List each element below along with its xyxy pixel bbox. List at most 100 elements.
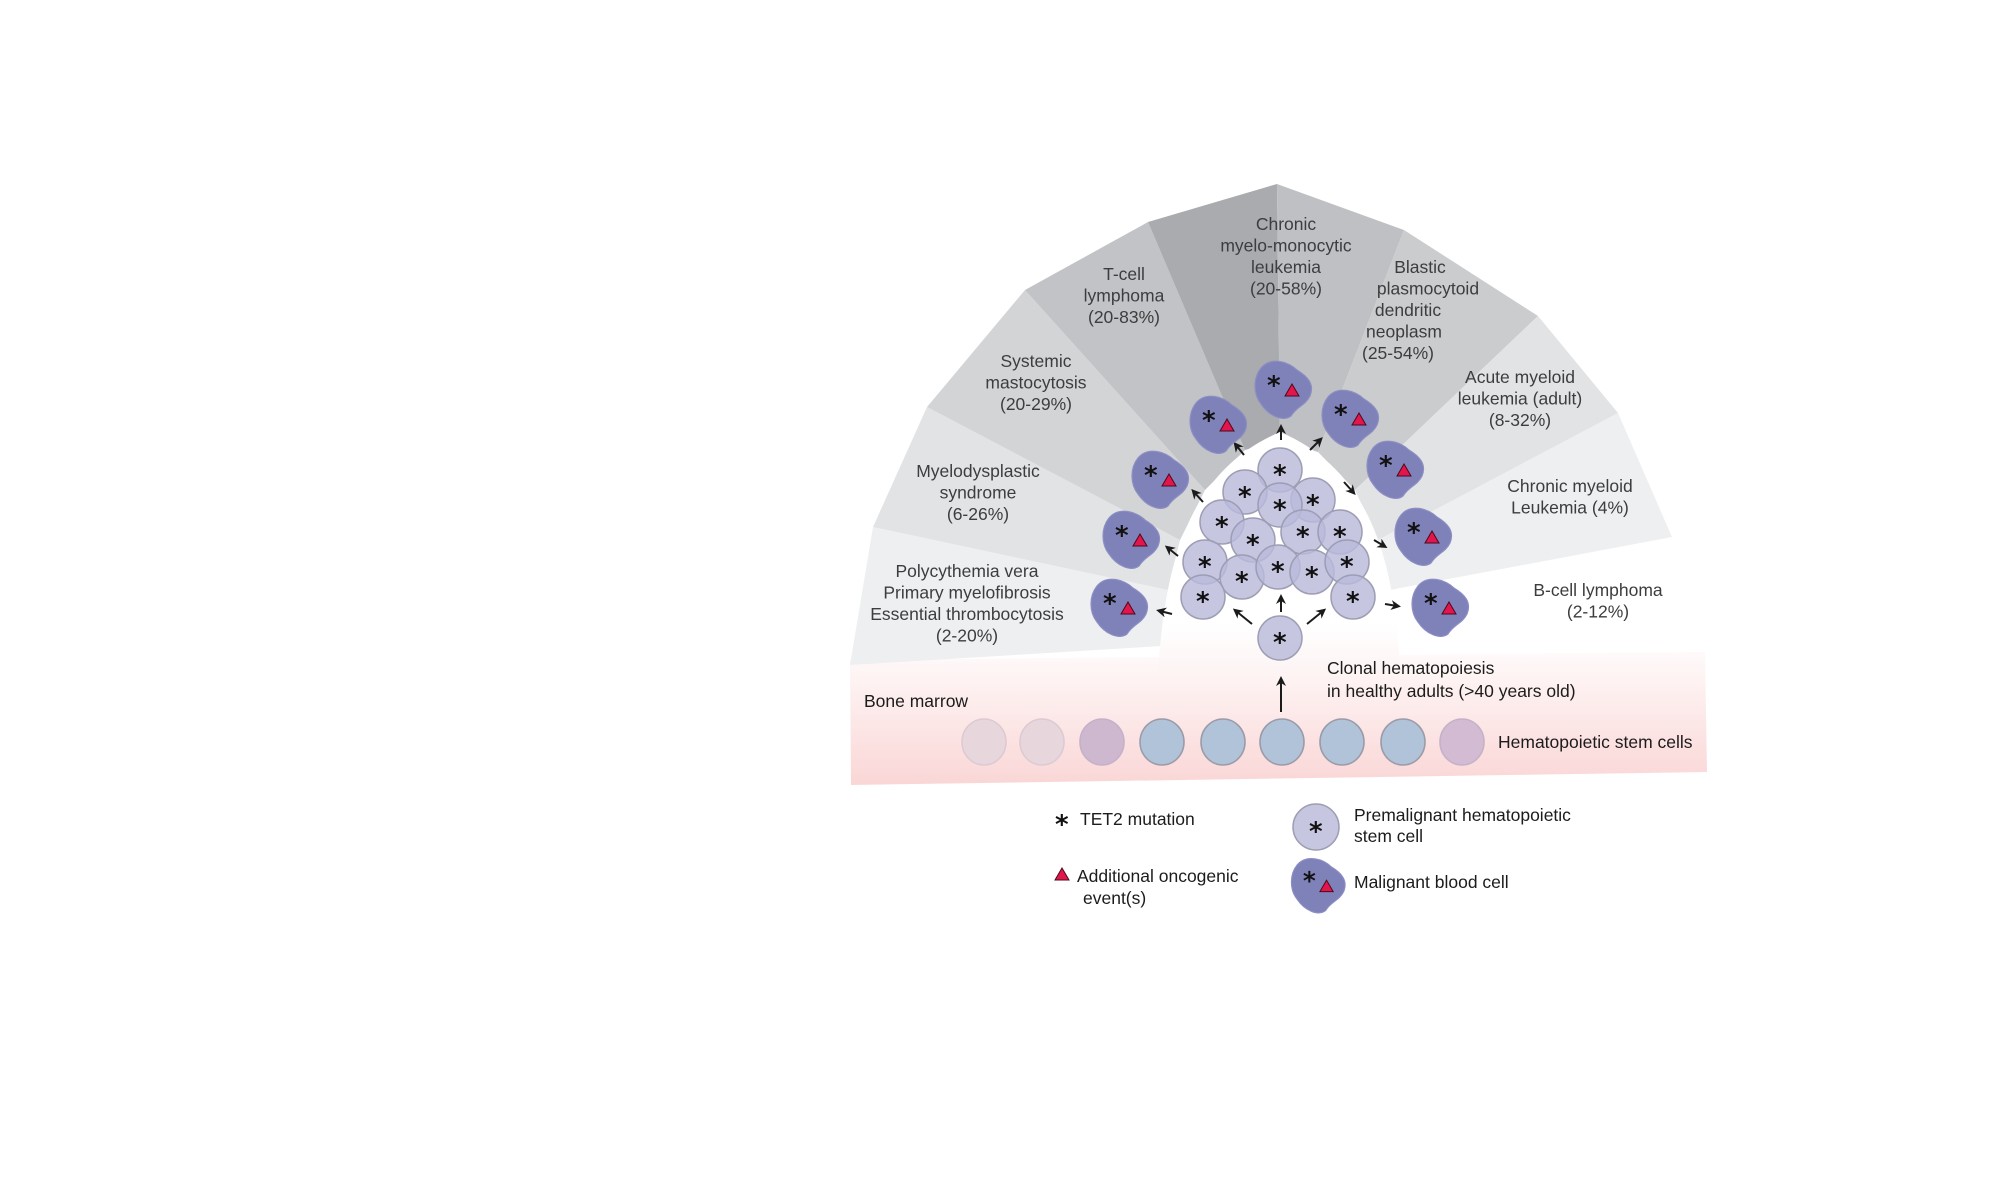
legend-malignant-label: Malignant blood cell: [1354, 872, 1509, 892]
legend-tet2-label: TET2 mutation: [1080, 809, 1195, 829]
legend-premalignant-label-line2: stem cell: [1354, 826, 1423, 846]
premalignant-cell-icon: *: [1292, 803, 1340, 851]
tet2-asterisk-icon: *: [1144, 461, 1158, 491]
tet2-asterisk-icon: *: [1267, 371, 1281, 401]
sector-bcell: [1378, 413, 1672, 590]
bone-marrow-label: Bone marrow: [864, 691, 968, 711]
premalignant-cell: *: [1330, 574, 1376, 620]
premalignant-cluster: ****************: [1180, 447, 1376, 661]
oncogenic-triangle-icon: [1319, 879, 1335, 893]
oncogenic-triangle-icon: [1351, 412, 1367, 426]
premalignant-cell: *: [1180, 574, 1226, 620]
tet2-asterisk-icon: *: [1346, 587, 1360, 617]
hematopoietic-stem-cell: [1200, 718, 1246, 766]
malignant-cell-pv: *: [1090, 578, 1149, 637]
legend: * TET2 mutation Additional oncogenic eve…: [1054, 803, 1571, 914]
tet2-asterisk-icon: *: [1235, 567, 1249, 597]
tet2-asterisk-icon: *: [1305, 562, 1319, 592]
hematopoietic-stem-cell: [1380, 718, 1426, 766]
hematopoietic-stem-cell: [1139, 718, 1185, 766]
legend-premalignant-cell-icon: *: [1292, 803, 1340, 851]
arrow-icon: [1233, 441, 1245, 456]
stem-cells-label: Hematopoietic stem cells: [1498, 732, 1693, 752]
tet2-asterisk-icon: *: [1103, 589, 1117, 619]
differentiation-arrows: [1156, 424, 1401, 625]
premalignant-cell: *: [1219, 554, 1265, 600]
arrow-icon: [1191, 489, 1204, 503]
tet2-asterisk-icon: *: [1202, 406, 1216, 436]
oncogenic-triangle-icon: [1132, 533, 1148, 547]
malignant-cell-bpdcn: *: [1321, 389, 1380, 448]
hematopoietic-stem-cell: [1079, 718, 1125, 766]
malignant-cell-sm: *: [1131, 450, 1190, 509]
premalignant-cell: *: [1257, 615, 1303, 661]
clonal-label-line2: in healthy adults (>40 years old): [1327, 681, 1576, 701]
oncogenic-triangle-icon: [1441, 601, 1457, 615]
tet2-asterisk-icon: *: [1196, 587, 1210, 617]
malignant-cell-bcell: *: [1411, 578, 1470, 637]
sector-pv: [850, 527, 1168, 665]
malignant-cell-icon: *: [1290, 858, 1346, 914]
sector-cmml: [1148, 184, 1280, 450]
tet2-asterisk-icon: *: [1407, 518, 1421, 548]
sector-label-bcell: B-cell lymphoma(2-12%): [1533, 580, 1663, 622]
disease-sectors: [850, 184, 1672, 665]
malignant-cell-cml: *: [1394, 507, 1453, 566]
legend-premalignant-label-line1: Premalignant hematopoietic: [1354, 805, 1571, 825]
tet2-asterisk-icon: *: [1379, 451, 1393, 481]
hematopoietic-stem-cell: [961, 718, 1007, 766]
legend-oncogenic-triangle-icon: [1054, 867, 1070, 881]
hematopoietic-stem-cell: [1019, 718, 1065, 766]
oncogenic-triangle-icon: [1396, 463, 1412, 477]
arrow-icon: [1384, 600, 1401, 610]
malignant-cell-cmml: *: [1254, 360, 1313, 419]
tet2-asterisk-icon: *: [1296, 522, 1310, 552]
arrow-icon: [1164, 545, 1179, 557]
sector-mds: [873, 407, 1180, 590]
malignant-cells: *********: [1090, 360, 1470, 637]
oncogenic-triangle-icon: [1120, 601, 1136, 615]
arrow-icon: [1156, 607, 1173, 618]
legend-oncogenic-label-line2: event(s): [1083, 888, 1146, 908]
arrow-icon: [1373, 538, 1388, 549]
oncogenic-triangle-icon: [1161, 473, 1177, 487]
hematopoietic-stem-cell: [1439, 718, 1485, 766]
malignant-cell-mds: *: [1102, 510, 1161, 569]
oncogenic-triangle-icon: [1219, 418, 1235, 432]
tet2-asterisk-icon: *: [1115, 521, 1129, 551]
hematopoietic-stem-cell: [1259, 718, 1305, 766]
tet2-asterisk-icon: *: [1273, 495, 1287, 525]
oncogenic-triangle-icon: [1424, 530, 1440, 544]
arrow-icon: [1232, 608, 1253, 625]
clonal-label-line1: Clonal hematopoiesis: [1327, 658, 1495, 678]
tet2-asterisk-icon: *: [1303, 867, 1316, 896]
oncogenic-triangle-icon: [1284, 383, 1300, 397]
arrow-icon: [1309, 437, 1323, 451]
tet2-asterisk-icon: *: [1246, 530, 1260, 560]
tet2-asterisk-icon: *: [1273, 628, 1287, 658]
tet2-asterisk-icon: *: [1273, 460, 1287, 490]
legend-oncogenic-label-line1: Additional oncogenic: [1077, 866, 1239, 886]
tet2-asterisk-icon: *: [1238, 482, 1252, 512]
tet2-asterisk-icon: *: [1215, 512, 1229, 542]
premalignant-cell: *: [1255, 544, 1301, 590]
legend-malignant-cell-icon: *: [1290, 858, 1346, 914]
tet2-asterisk-icon: *: [1424, 589, 1438, 619]
tet2-asterisk-icon: *: [1334, 400, 1348, 430]
malignant-cell-tcell: *: [1189, 395, 1248, 454]
legend-tet2-asterisk-icon: *: [1055, 810, 1069, 840]
malignant-cell-aml: *: [1366, 440, 1425, 499]
tet2-asterisk-icon: *: [1309, 817, 1323, 847]
stem-cells-row: [961, 718, 1485, 766]
premalignant-cell: *: [1289, 549, 1335, 595]
